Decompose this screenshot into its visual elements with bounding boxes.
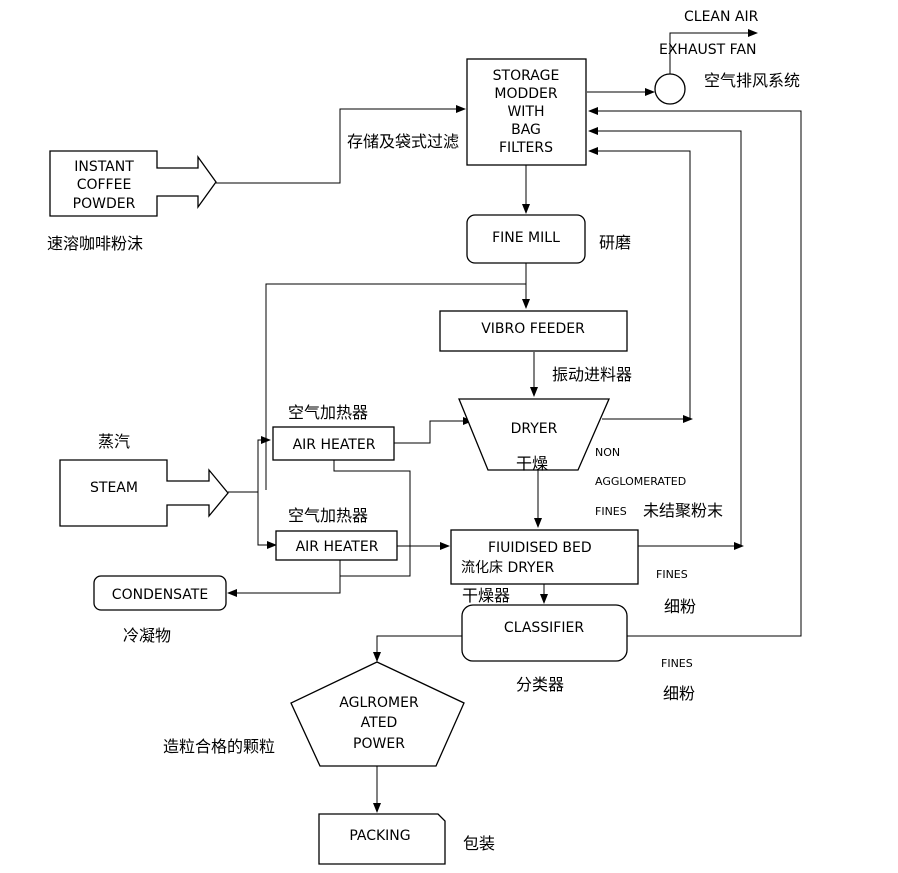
node-storage: STORAGE MODDER WITH BAG FILTERS [466,58,587,166]
node-exhaust-fan [654,73,686,105]
node-air-heater-1: AIR HEATER [272,426,395,461]
node-fluid-bed: FIUIDISED BED 流化床 DRYER [450,529,639,585]
air-heater-2-label: AIR HEATER [296,539,379,555]
steam-cn-label: 蒸汽 [98,432,130,451]
edge-fan-to-clean-air [669,29,758,74]
storage-line-3: WITH [507,104,544,120]
edge-heater1-to-dryer [394,417,473,444]
agglomerated-line-3: POWER [353,736,405,752]
edge-coffee-to-storage [216,105,466,184]
node-agglomerated: AGLROMER ATED POWER [290,661,465,767]
fines-2-cn-label: 细粉 [663,684,695,703]
classifier-cn-label: 分类器 [516,675,564,694]
classifier-label: CLASSIFIER [504,620,584,636]
non-agglomerated-line-3: FINES [595,505,627,518]
air-heater-1-cn-label: 空气加热器 [288,403,368,422]
fines-2-label: FINES [661,657,693,670]
edge-heater2-to-condensate [227,560,341,597]
edge-heater1-condensate [333,460,411,577]
node-condensate: CONDENSATE [93,575,227,611]
edge-fluid-bed-fines-to-storage [588,127,742,547]
instant-coffee-cn-label: 速溶咖啡粉沫 [47,234,143,253]
storage-cn-label: 存储及袋式过滤 [347,132,459,151]
storage-line-4: BAG [511,122,541,138]
instant-coffee-line-3: POWDER [73,196,136,212]
node-air-heater-2: AIR HEATER [275,530,398,561]
air-heater-1-label: AIR HEATER [293,437,376,453]
vibro-feeder-label: VIBRO FEEDER [481,321,585,337]
edge-dryer-fines-to-storage [588,147,691,420]
connectors [216,29,802,813]
edge-classifier-to-agglomerated [373,635,462,662]
vibro-feeder-cn-label: 振动进料器 [552,365,632,384]
fluid-bed-line-1: FIUIDISED BED [488,540,592,556]
edge-steam-bypass-to-feeder [265,283,526,490]
condensate-cn-label: 冷凝物 [123,626,171,645]
steam-label: STEAM [90,480,138,496]
packing-label: PACKING [349,828,410,844]
fines-1-label: FINES [656,568,688,581]
fines-1-cn-label: 细粉 [664,597,696,616]
clean-air-label: CLEAN AIR [684,9,759,25]
air-heater-2-cn-label: 空气加热器 [288,506,368,525]
node-classifier: CLASSIFIER [461,604,628,662]
agglomerated-cn-label: 造粒合格的颗粒 [163,737,275,756]
condensate-label: CONDENSATE [112,587,208,603]
instant-coffee-line-2: COFFEE [77,177,132,193]
fine-mill-cn-label: 研磨 [599,233,631,252]
node-packing: PACKING [318,813,446,865]
storage-line-5: FILTERS [499,140,553,156]
non-agglomerated-line-1: NON [595,446,620,459]
node-vibro-feeder: VIBRO FEEDER [439,310,628,352]
fan-icon [654,73,686,105]
agglomerated-line-1: AGLROMER [339,695,419,711]
agglomerated-line-2: ATED [361,715,398,731]
storage-line-1: STORAGE [493,68,560,84]
packing-cn-label: 包装 [463,834,495,853]
edge-steam-to-heater1 [228,436,271,493]
node-fine-mill: FINE MILL [466,214,586,264]
non-agglomerated-line-2: AGGLOMERATED [595,475,686,488]
node-instant-coffee: INSTANT COFFEE POWDER [49,150,217,217]
edge-steam-to-heater2 [228,491,277,549]
instant-coffee-line-1: INSTANT [74,159,134,175]
fluid-bed-cn-label: 干燥器 [462,586,510,605]
fine-mill-label: FINE MILL [492,230,560,246]
dryer-label: DRYER [511,421,558,437]
storage-line-2: MODDER [494,86,558,102]
node-steam: STEAM [59,459,229,527]
exhaust-fan-label: EXHAUST FAN [659,42,757,58]
fluid-bed-line-2: 流化床 DRYER [461,560,554,576]
non-agglomerated-cn-label: 未结聚粉末 [643,501,723,520]
exhaust-fan-cn-label: 空气排风系统 [704,71,800,90]
dryer-cn-label: 干燥 [516,454,548,473]
edge-classifier-fines-to-storage [588,107,802,637]
node-dryer: DRYER 干燥 [458,398,610,473]
